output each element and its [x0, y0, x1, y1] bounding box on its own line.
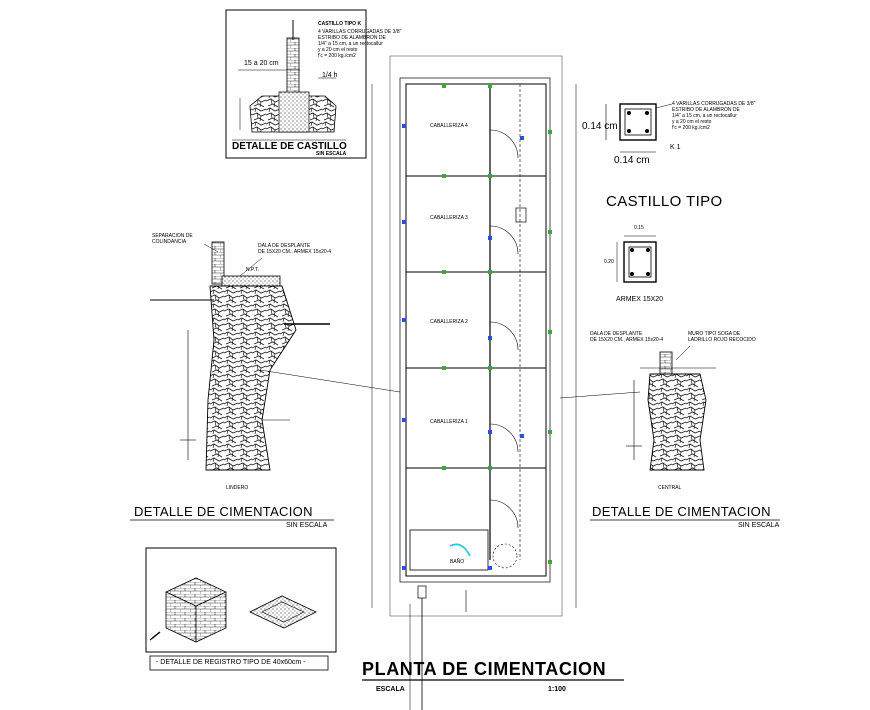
room-label-4: CABALLERIZA 4	[430, 123, 468, 129]
plan-scale-label: ESCALA	[376, 686, 405, 693]
k1-spec-3: 1/4" a 15 cm, a un rectocallur	[672, 113, 737, 119]
left-foundation-scale: SIN ESCALA	[286, 522, 328, 529]
left-note-dala-2: DE 15X20 CM., ARMEX 15x20-4	[258, 249, 332, 255]
castillo-dim-width: 15 a 20 cm	[244, 60, 279, 67]
right-label-central: CENTRAL	[658, 485, 682, 491]
castillo-heading: CASTILLO TIPO K	[318, 21, 362, 27]
k1-spec-5: f'c = 200 kg./cm2	[672, 125, 710, 131]
left-label-lindero: LINDERO	[226, 485, 249, 491]
k1-label: K 1	[670, 144, 681, 151]
foundation-plan	[371, 55, 577, 710]
right-note-dala-2: DE 15X20 CM., ARMEX 15x20-4	[590, 337, 664, 343]
k1-section	[605, 103, 673, 153]
castillo-spec-4: y a 20 cm el resto	[318, 47, 358, 53]
right-note-muro-1: MURO TIPO SOGA DE	[688, 331, 741, 337]
left-note-dala-1: DALA DE DESPLANTE	[258, 243, 311, 249]
armex-dim-top: 0.15	[634, 225, 644, 231]
plan-title: PLANTA DE CIMENTACION	[362, 659, 607, 679]
left-foundation-caption: DETALLE DE CIMENTACION	[134, 504, 313, 519]
registro-caption: - DETALLE DE REGISTRO TIPO DE 40x60cm -	[156, 659, 306, 666]
left-note-separation-2: COLINDANCIA	[152, 239, 187, 245]
castillo-dim-height: 1/4 h	[322, 72, 338, 79]
castillo-spec-2: ESTRIBO DE ALAMBRON DE	[318, 35, 386, 41]
k1-spec-1: 4 VARILLAS CORRUGADAS DE 3/8"	[672, 101, 756, 107]
castillo-scale: SIN ESCALA	[316, 151, 347, 157]
castillo-detail	[225, 9, 367, 159]
left-note-npt: N.P.T.	[246, 267, 259, 273]
right-foundation-caption: DETALLE DE CIMENTACION	[592, 504, 771, 519]
plan-scale-value: 1:100	[548, 686, 566, 693]
room-label-bano: BAÑO	[450, 559, 465, 565]
castillo-tipo-title: CASTILLO TIPO	[606, 193, 723, 210]
armex-label: ARMEX 15X20	[616, 296, 664, 303]
k1-spec-2: ESTRIBO DE ALAMBRON DE	[672, 107, 740, 113]
k1-spec-4: y a 20 cm el resto	[672, 119, 712, 125]
room-label-2: CABALLERIZA 2	[430, 319, 468, 325]
right-note-dala-1: DALA DE DESPLANTE	[590, 331, 643, 337]
castillo-spec-1: 4 VARILLAS CORRUGADAS DE 3/8"	[318, 29, 402, 35]
castillo-spec-5: f'c = 200 kg./cm2	[318, 53, 356, 59]
k1-dim-vertical: 0.14 cm	[582, 121, 618, 132]
registro-detail	[145, 547, 337, 671]
right-note-muro-2: LADRILLO ROJO RECOCIDO	[688, 337, 756, 343]
armex-section	[616, 235, 657, 283]
right-foundation-detail	[559, 345, 780, 521]
castillo-caption: DETALLE DE CASTILLO	[232, 141, 347, 152]
right-foundation-scale: SIN ESCALA	[738, 522, 780, 529]
left-note-separation-1: SEPARACION DE	[152, 233, 193, 239]
left-foundation-detail	[130, 241, 401, 521]
armex-dim-side: 0.20	[604, 259, 614, 265]
room-label-1: CABALLERIZA 1	[430, 419, 468, 425]
room-label-3: CABALLERIZA 3	[430, 215, 468, 221]
castillo-spec-3: 1/4" a 15 cm, a un rectocallur	[318, 41, 383, 47]
k1-dim-horizontal: 0.14 cm	[614, 155, 650, 166]
